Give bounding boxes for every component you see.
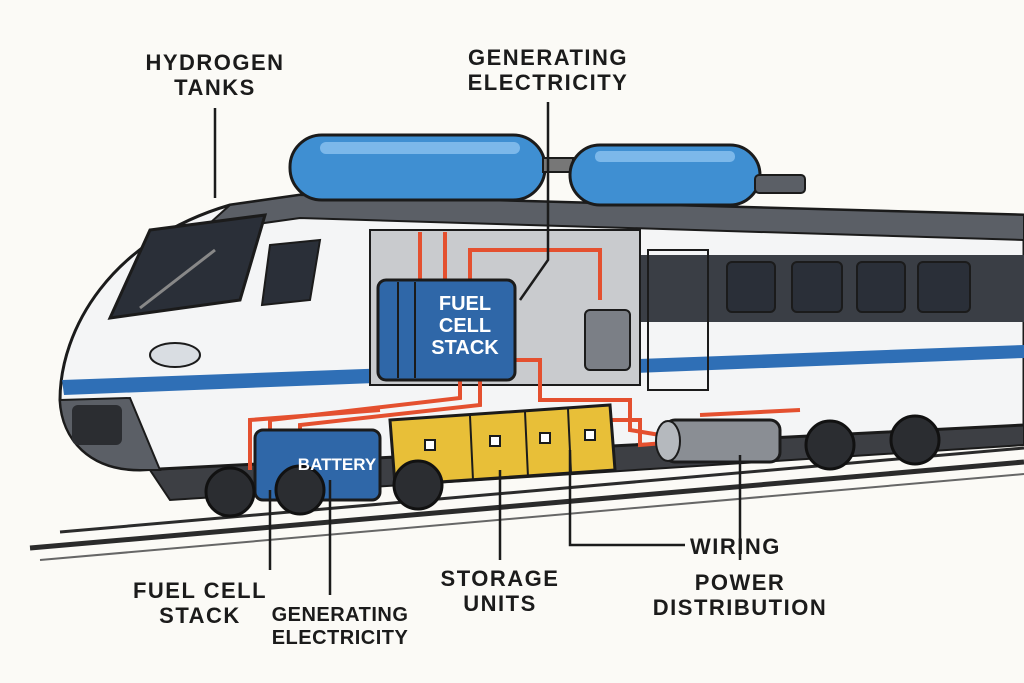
label-line: ELECTRICITY	[271, 627, 409, 649]
side-window	[260, 238, 322, 307]
seat	[584, 309, 631, 371]
label-line: CELL	[438, 315, 492, 337]
stack-plates	[397, 282, 416, 378]
label-line: POWER	[694, 570, 786, 595]
label-wiring: WIRING	[690, 534, 781, 559]
label-line: FUEL CELL	[132, 578, 268, 603]
label-line: DISTRIBUTION	[652, 595, 828, 621]
label-line: GENERATING	[467, 45, 629, 70]
label-hydrogen-tanks: HYDROGEN TANKS	[135, 50, 295, 101]
traction-motor	[655, 418, 782, 464]
label-storage-units: STORAGE UNITS	[430, 566, 570, 617]
label-line: GENERATING	[271, 604, 409, 626]
hydrogen-tank	[288, 133, 547, 202]
windshield	[107, 213, 268, 320]
label-line: HYDROGEN	[145, 50, 285, 75]
storage-units	[388, 403, 617, 487]
roof-unit	[754, 174, 806, 194]
coupler	[72, 405, 122, 445]
label-generating-electricity-top: GENERATING ELECTRICITY	[448, 45, 648, 96]
passenger-windows	[726, 261, 971, 313]
label-line: UNITS	[463, 591, 537, 617]
headlight	[149, 342, 201, 368]
door	[647, 249, 709, 391]
fuel-cell-stack-box	[376, 278, 517, 382]
wheels	[204, 414, 941, 518]
label-line: STORAGE	[440, 566, 560, 591]
wiper	[139, 248, 216, 310]
battery-box-label: BATTERY	[297, 455, 377, 474]
fuel-cell-stack-box-label: FUEL CELL STACK	[415, 293, 515, 359]
label-generating-electricity-bottom: GENERATING ELECTRICITY	[255, 604, 425, 650]
label-fuel-cell-stack: FUEL CELL STACK	[120, 578, 280, 629]
rail-track	[29, 446, 1024, 561]
hydrogen-tank	[568, 143, 762, 207]
label-line: ELECTRICITY	[467, 70, 629, 96]
label-power-distribution: POWER DISTRIBUTION	[640, 570, 840, 621]
label-line: STACK	[159, 603, 241, 629]
leader-lines	[213, 102, 742, 595]
label-line: STACK	[431, 337, 499, 359]
label-line: FUEL	[438, 293, 492, 315]
label-line: TANKS	[174, 75, 256, 101]
